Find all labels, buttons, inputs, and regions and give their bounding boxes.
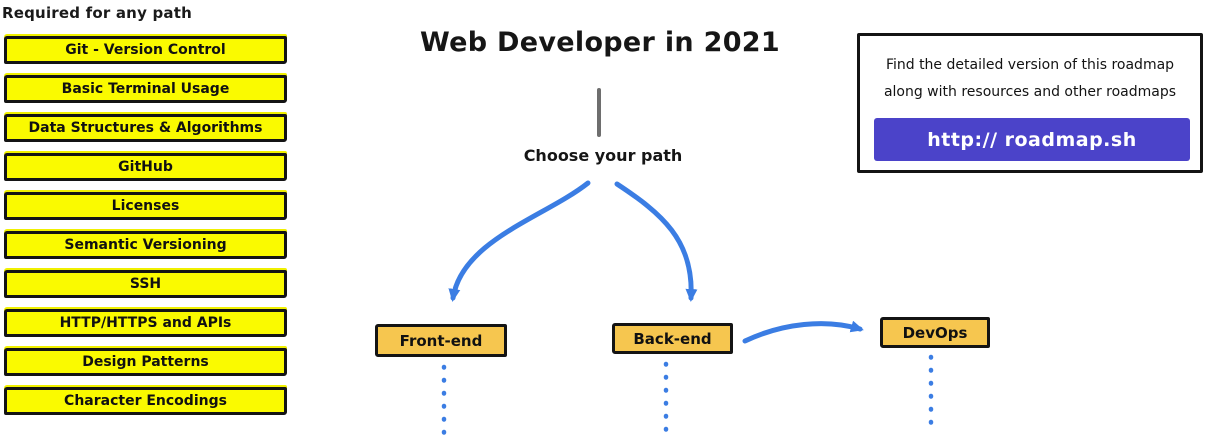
arrow-to-backend [614,181,698,302]
topic-licenses[interactable]: Licenses [4,192,287,220]
node-backend[interactable]: Back-end [612,323,733,354]
topic-semantic-versioning[interactable]: Semantic Versioning [4,231,287,259]
arrow-backend-to-devops [742,320,864,344]
topic-data-structures-algorithms[interactable]: Data Structures & Algorithms [4,114,287,142]
info-text-line-2: along with resources and other roadmaps [883,84,1177,100]
arrow-to-frontend [448,180,591,302]
info-text-line-1: Find the detailed version of this roadma… [885,57,1175,73]
topic-basic-terminal-usage[interactable]: Basic Terminal Usage [4,75,287,103]
topic-character-encodings[interactable]: Character Encodings [4,387,287,415]
topic-github[interactable]: GitHub [4,153,287,181]
required-topics-list: Git - Version Control Basic Terminal Usa… [4,36,287,415]
page-title: Web Developer in 2021 [420,27,780,58]
required-section-heading: Required for any path [2,4,192,22]
topic-design-patterns[interactable]: Design Patterns [4,348,287,376]
roadmap-info-box: Find the detailed version of this roadma… [857,33,1203,173]
choose-path-label: Choose your path [523,146,683,165]
node-devops[interactable]: DevOps [880,317,990,348]
node-frontend[interactable]: Front-end [375,324,507,357]
topic-git-version-control[interactable]: Git - Version Control [4,36,287,64]
topic-http-https-apis[interactable]: HTTP/HTTPS and APIs [4,309,287,337]
topic-ssh[interactable]: SSH [4,270,287,298]
title-stem-line [597,88,601,137]
roadmap-sh-link-button[interactable]: http:// roadmap.sh [874,118,1190,161]
